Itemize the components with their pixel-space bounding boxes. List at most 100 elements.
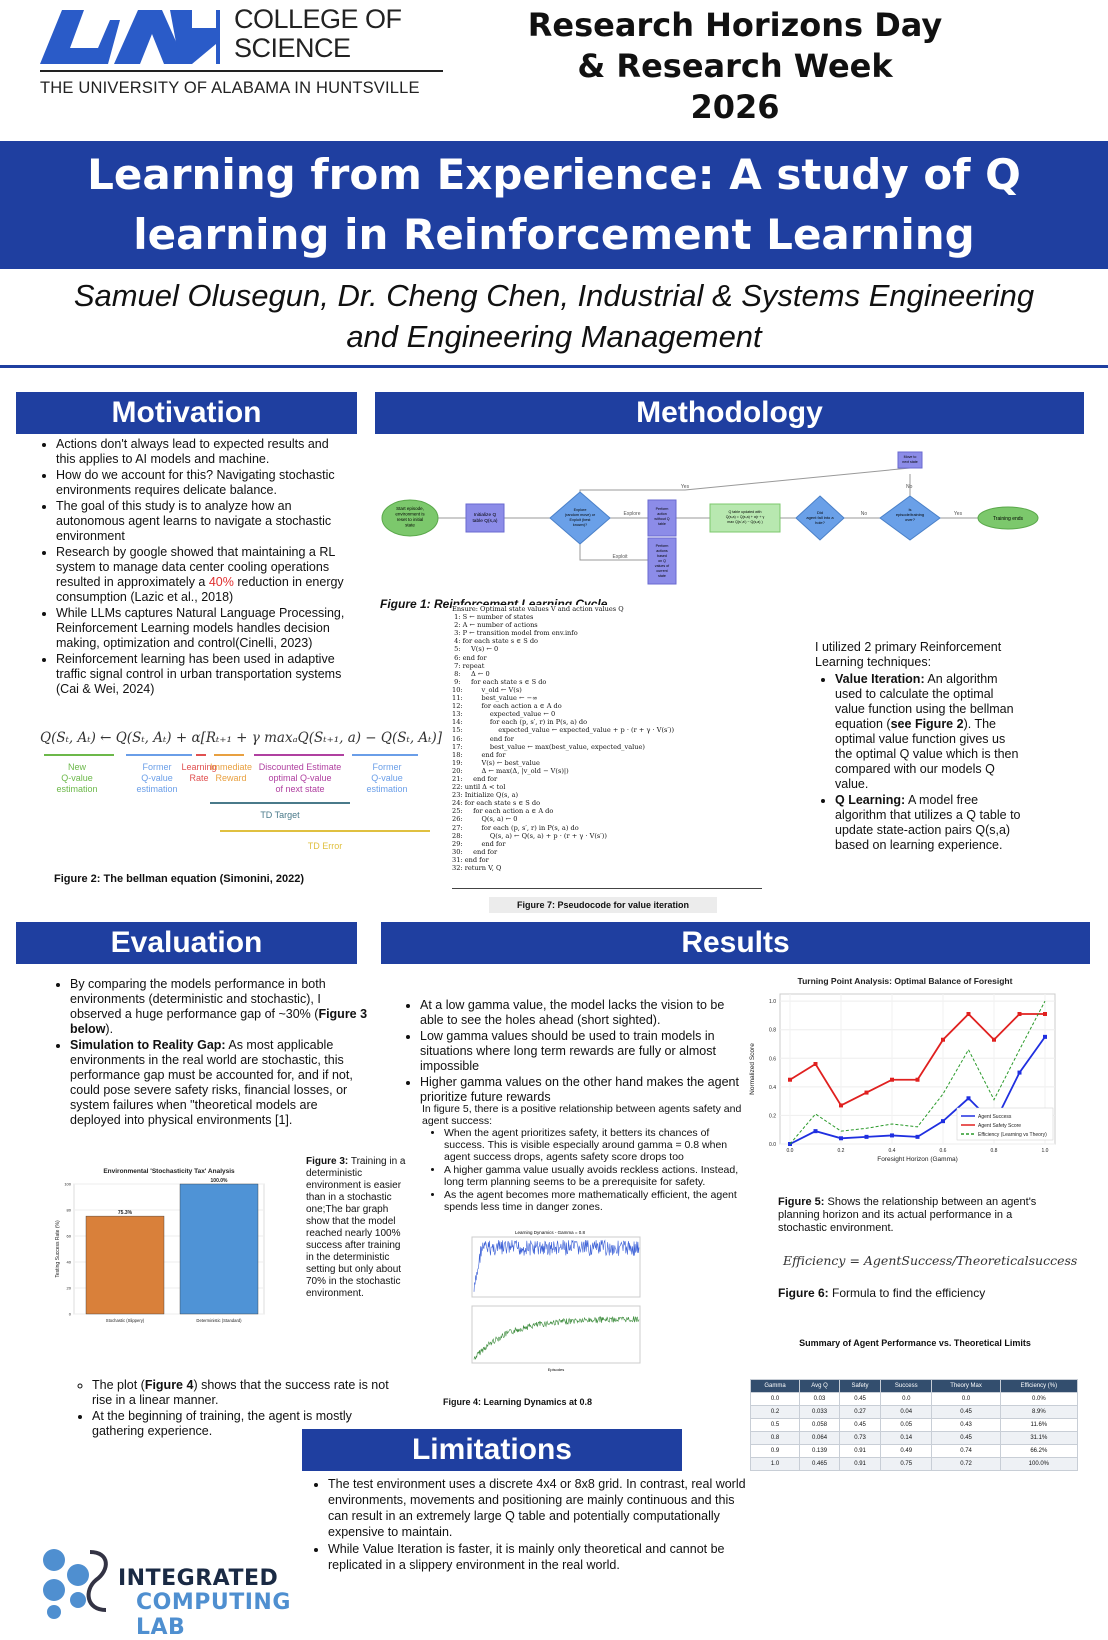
bar-y-tick: 60 [67, 1234, 72, 1239]
flow-perform-random [647, 499, 677, 537]
label-lr: Learning Rate [181, 762, 217, 783]
limitations-heading: Limitations [302, 1429, 682, 1471]
google-text-a: Research by google showed that maintaini… [56, 545, 335, 589]
underline-former2 [352, 754, 418, 756]
pseudocode-line: 15: expected_value ← expected_value + p … [452, 726, 675, 735]
pseudocode-line: 12: for each action a ∈ A do [452, 702, 562, 711]
bar-y-tick: 20 [67, 1286, 72, 1291]
line-point [1043, 1034, 1047, 1039]
label-new-q: New Q-value estimation [56, 762, 98, 794]
fig4-chart: Learning Dynamics - Gamma = 0.8 Episodes [450, 1228, 645, 1373]
table-cell: 0.8 [750, 1431, 800, 1445]
table-cell: 0.72 [931, 1457, 1001, 1471]
pseudocode-line: 30: end for [452, 847, 498, 856]
underline-former [126, 754, 192, 756]
table-cell: 0.73 [839, 1431, 881, 1445]
pseudocode-line: 10: v_old ← V(s) [452, 685, 522, 694]
fig3-chart: Environmental 'Stochasticity Tax' Analys… [52, 1164, 274, 1334]
pseudocode-line: 22: until Δ < tol [452, 783, 506, 792]
flow-perform-best [647, 537, 677, 585]
methodology-intro: I utilized 2 primary Reinforcement Learn… [815, 640, 1002, 669]
fig4-avgq-series [473, 1315, 640, 1360]
underline-new [44, 754, 114, 756]
university-name: THE UNIVERSITY OF ALABAMA IN HUNTSVILLE [40, 79, 420, 97]
flow-hole-decision [795, 495, 845, 541]
line-series [789, 1000, 1046, 1145]
line-x-label: Foresight Horizon (Gamma) [877, 1156, 958, 1163]
table-cell: 0.9 [750, 1444, 800, 1458]
pseudocode-line: 17: best_value ← max(best_value, expecte… [452, 742, 645, 751]
bar-category-label: Stochastic (Slippery) [106, 1318, 145, 1323]
fig3-bar-svg: Environmental 'Stochasticity Tax' Analys… [55, 1168, 265, 1323]
table-cell: 0.75 [879, 1457, 933, 1471]
line-point [1017, 1012, 1022, 1016]
td-error-label: TD Error [307, 841, 343, 851]
pseudocode-line: 1: S ← number of states [452, 613, 534, 622]
fig4-success-series [473, 1239, 640, 1292]
limitations-bullet: The test environment uses a discrete 4x4… [328, 1476, 748, 1540]
pseudocode-line: 2: A ← number of actions [452, 621, 538, 630]
line-point [992, 1037, 996, 1042]
fig5-label: Figure 5: [778, 1196, 825, 1208]
td-target-line [210, 802, 350, 804]
line-point [966, 1096, 971, 1101]
fig6-label: Figure 6: [778, 1286, 829, 1300]
motivation-heading: Motivation [16, 392, 357, 434]
flow-no-label: No [861, 511, 868, 517]
bar-chart-title: Environmental 'Stochasticity Tax' Analys… [103, 1168, 235, 1175]
underline-lr [196, 754, 206, 756]
table-cell: 0.064 [798, 1431, 841, 1445]
google-pct: 40% [208, 575, 234, 589]
fig5-intro: In figure 5, there is a positive relatio… [422, 1103, 742, 1127]
flow-episode-decision [879, 495, 941, 541]
table-cell: 0.058 [798, 1418, 841, 1432]
table-header-cell: Gamma [750, 1379, 800, 1393]
results-bullet: Higher gamma values on the other hand ma… [420, 1075, 740, 1105]
underline-reward [214, 754, 244, 756]
legend-label: Agent Success [978, 1114, 1012, 1120]
bar [85, 1215, 165, 1315]
evaluation-body: By comparing the models performance in b… [50, 977, 370, 1129]
fig3-label: Figure 3: [306, 1156, 349, 1167]
td-error-line [220, 830, 430, 832]
table-cell: 0.45 [839, 1392, 881, 1406]
table-header-cell: Avg Q [798, 1379, 841, 1393]
motivation-bullet: Reinforcement learning has been used in … [56, 652, 346, 697]
vi-text-a: An algorithm used to calculate the optim… [835, 672, 1014, 731]
college-name: COLLEGE OF SCIENCE [234, 5, 402, 63]
vi-label: Value Iteration: [835, 672, 925, 686]
vi-text-b: ). The optimal value function gives us t… [835, 717, 1019, 791]
flow-update [709, 503, 781, 533]
line-x-tick: 0.4 [889, 1148, 896, 1154]
eval-b3-a: The plot ( [92, 1378, 145, 1392]
table-cell: 0.27 [839, 1405, 881, 1419]
motivation-body: Actions don't always lead to expected re… [36, 437, 346, 698]
eval-b3-bold: Figure 4 [144, 1378, 194, 1392]
line-x-tick: 1.0 [1042, 1148, 1049, 1154]
legend-label: Agent Safety Score [978, 1123, 1021, 1129]
pseudocode-lines: Ensure: Optimal state values V and actio… [452, 605, 762, 872]
fig5-text: Shows the relationship between an agent'… [778, 1196, 1037, 1234]
fig5-caption: Figure 5: Shows the relationship between… [778, 1196, 1062, 1235]
fig4-title: Learning Dynamics - Gamma = 0.8 [515, 1230, 585, 1235]
table-cell: 11.6% [999, 1418, 1079, 1432]
flow-no-top: No [906, 484, 913, 490]
line-x-tick: 0.6 [940, 1148, 947, 1154]
efficiency-formula: Efficiency = AgentSuccess/Theoreticalsuc… [783, 1253, 1078, 1268]
td-target-label: TD Target [260, 810, 300, 820]
pseudocode-line: 4: for each state s ∈ S do [452, 637, 539, 646]
motivation-bullet-google: Research by google showed that maintaini… [56, 545, 346, 605]
event-line3: 2026 [690, 88, 780, 126]
